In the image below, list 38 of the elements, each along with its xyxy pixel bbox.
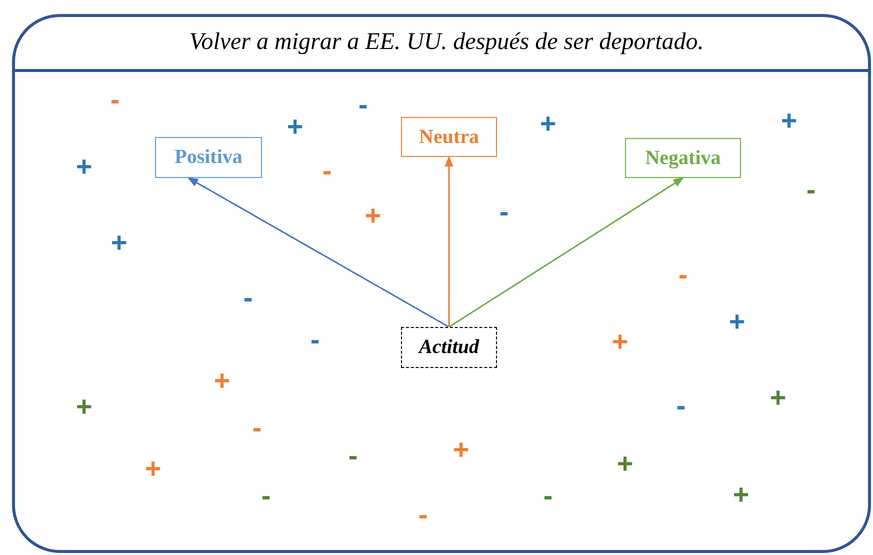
sign-symbol: + [144,455,162,483]
sign-symbol: - [110,86,120,114]
sign-symbol: - [322,157,332,185]
sign-symbol: + [76,153,92,181]
concept-box: Actitud [401,327,497,368]
sign-symbol: + [728,308,746,336]
sign-symbol: + [732,481,750,509]
sign-symbol: - [243,284,253,312]
sign-symbol: + [540,110,556,138]
sign-symbol: - [348,442,358,470]
arrow [448,177,684,328]
category-box: Negativa [625,138,741,178]
category-box: Positiva [155,137,262,178]
sign-symbol: - [310,326,320,354]
sign-symbol: + [612,328,628,356]
sign-symbol: + [452,436,470,464]
sign-symbol: + [110,229,128,257]
sign-symbol: + [770,384,786,412]
rounded-panel [12,14,871,553]
sign-symbol: - [418,501,428,529]
sign-symbol: - [543,482,553,510]
sign-symbol: - [261,482,271,510]
category-box: Neutra [401,117,497,157]
sign-symbol: + [214,367,230,395]
sign-symbol: - [676,392,686,420]
sign-symbol: + [616,450,634,478]
panel-heading: Volver a migrar a EE. UU. después de ser deportado. [15,17,868,72]
sign-symbol: - [806,176,816,204]
sign-symbol: + [780,107,798,135]
sign-symbol: + [286,113,304,141]
sign-symbol: - [358,91,368,119]
sign-symbol: - [678,261,688,289]
sign-symbol: - [252,414,262,442]
sign-symbol: + [76,393,92,421]
arrow [188,177,450,328]
sign-symbol: + [364,202,382,230]
arrow [444,156,454,327]
sign-symbol: - [499,198,509,226]
